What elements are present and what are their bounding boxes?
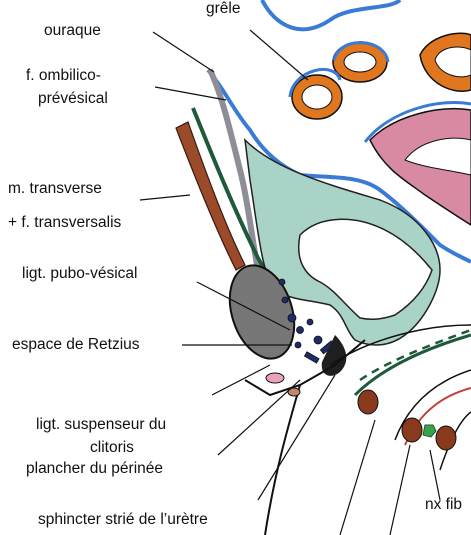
suspensory-ligament-mark — [287, 387, 301, 397]
uterus-serosa — [363, 101, 471, 143]
vaginal-wall — [353, 333, 471, 397]
label-sphincter: sphincter strié de l’urètre — [38, 511, 208, 528]
recto-vaginal-wall — [394, 369, 471, 441]
peritoneum-line — [206, 68, 471, 264]
label-grele: grêle — [206, 0, 241, 17]
uterine-cavity — [404, 137, 471, 176]
label-suspenseur-2: clitoris — [90, 439, 134, 456]
ileum-loop-2-lumen — [343, 51, 377, 73]
anal-sphincter-nodule — [435, 425, 457, 451]
label-ombilico-1: f. ombilico- — [26, 67, 101, 84]
label-transverse: m. transverse — [8, 180, 102, 197]
peritoneum-top-line — [260, 0, 402, 32]
label-suspenseur-1: ligt. suspenseur du — [36, 416, 167, 433]
label-retzius: espace de Retzius — [12, 336, 140, 353]
clitoris — [265, 372, 285, 384]
perineal-edge — [264, 384, 301, 535]
vulva-outline — [329, 324, 471, 366]
transverse-muscle — [175, 121, 246, 271]
fibrous-node-green — [422, 424, 437, 438]
retzius-venous-plexus — [278, 278, 335, 364]
mesentery-blue — [288, 41, 390, 98]
label-ouraque: ouraque — [44, 22, 101, 39]
uterus — [369, 108, 471, 226]
transverse-perineal-nodule — [401, 417, 423, 443]
label-ombilico-2: prévésical — [38, 90, 108, 107]
label-plancher: plancher du périnée — [26, 460, 164, 477]
ileum-loop-3-lumen — [434, 46, 471, 78]
leader-lines — [139, 29, 441, 535]
ileum-loop-1-lumen — [301, 84, 333, 110]
label-nx-fib: nx fib — [425, 496, 463, 513]
bladder-lumen — [298, 218, 433, 320]
pubic-bone — [228, 264, 296, 360]
label-pubo-vesical: ligt. pubo-vésical — [22, 265, 138, 282]
umbilico-prevesical-fascia — [207, 68, 261, 271]
urethra — [321, 335, 347, 376]
bulbospongiosus-nodule — [357, 389, 379, 415]
label-transversalis: + f. transversalis — [8, 214, 122, 231]
vaginal-wall-dash — [359, 328, 471, 382]
